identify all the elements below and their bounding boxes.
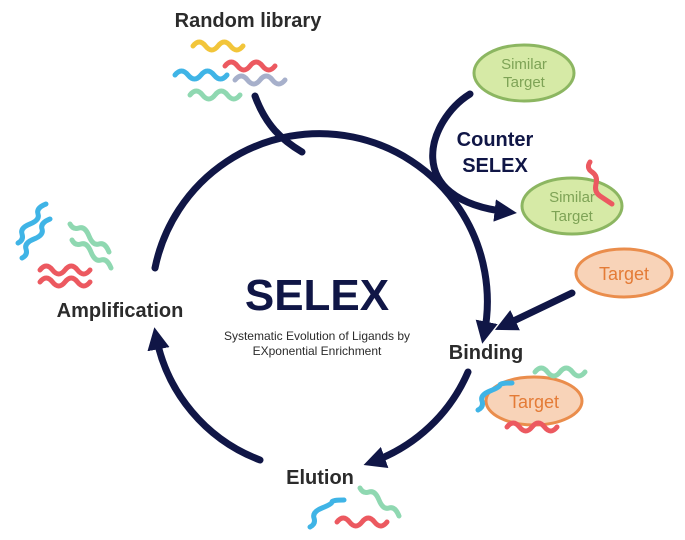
elution-oligos <box>307 485 402 530</box>
cycle-arc-to-amplification <box>147 327 264 464</box>
random-library-label: Random library <box>175 10 323 32</box>
oligo-grey <box>232 73 288 87</box>
selex-cycle <box>147 130 498 469</box>
target-arrow <box>494 289 576 331</box>
oligo-blue <box>15 201 49 246</box>
selex-title: SELEX <box>245 271 389 320</box>
oligo-green <box>187 88 243 102</box>
similar-target-top: Similar Target <box>472 43 576 103</box>
target-free-label: Target <box>599 264 649 284</box>
oligo-blue <box>19 216 53 261</box>
target-free: Target <box>574 247 674 299</box>
oligo-red <box>585 159 615 207</box>
amplification-oligos <box>15 201 114 289</box>
random-library-oligos <box>172 39 288 102</box>
oligo-red <box>37 275 93 289</box>
cycle-arc-to-elution <box>363 368 472 469</box>
oligo-red <box>504 420 560 434</box>
cycle-arc-to-binding <box>151 130 498 344</box>
selex-subtitle-line1: Systematic Evolution of Ligands by <box>224 329 410 343</box>
oligo-red <box>334 515 390 529</box>
binding-label: Binding <box>449 342 523 364</box>
oligo-blue <box>172 68 230 82</box>
selex-subtitle-line2: EXponential Enrichment <box>253 344 382 358</box>
target-bound-label: Target <box>509 392 559 412</box>
library-entry-arrow <box>251 92 306 156</box>
oligo-red <box>222 59 278 73</box>
oligo-green <box>69 237 114 271</box>
counter-selex-line1: Counter <box>457 129 534 151</box>
counter-selex-arrow <box>429 90 517 222</box>
oligo-green <box>357 485 402 519</box>
similar-top-line1: Similar <box>501 56 547 73</box>
similar-target-bound: Similar Target <box>520 159 624 236</box>
similar-bound-line1: Similar <box>549 189 595 206</box>
oligo-blue <box>307 497 347 530</box>
similar-top-line2: Target <box>503 74 546 91</box>
oligo-red <box>37 263 93 277</box>
oligo-green <box>67 221 112 255</box>
oligo-yellow <box>190 39 246 53</box>
target-bound: Target <box>475 365 588 434</box>
similar-bound-line2: Target <box>551 208 594 225</box>
counter-selex-line2: SELEX <box>462 155 528 177</box>
amplification-label: Amplification <box>57 300 184 322</box>
oligo-blue <box>475 380 515 413</box>
oligo-green <box>532 365 588 379</box>
elution-label: Elution <box>286 467 354 489</box>
